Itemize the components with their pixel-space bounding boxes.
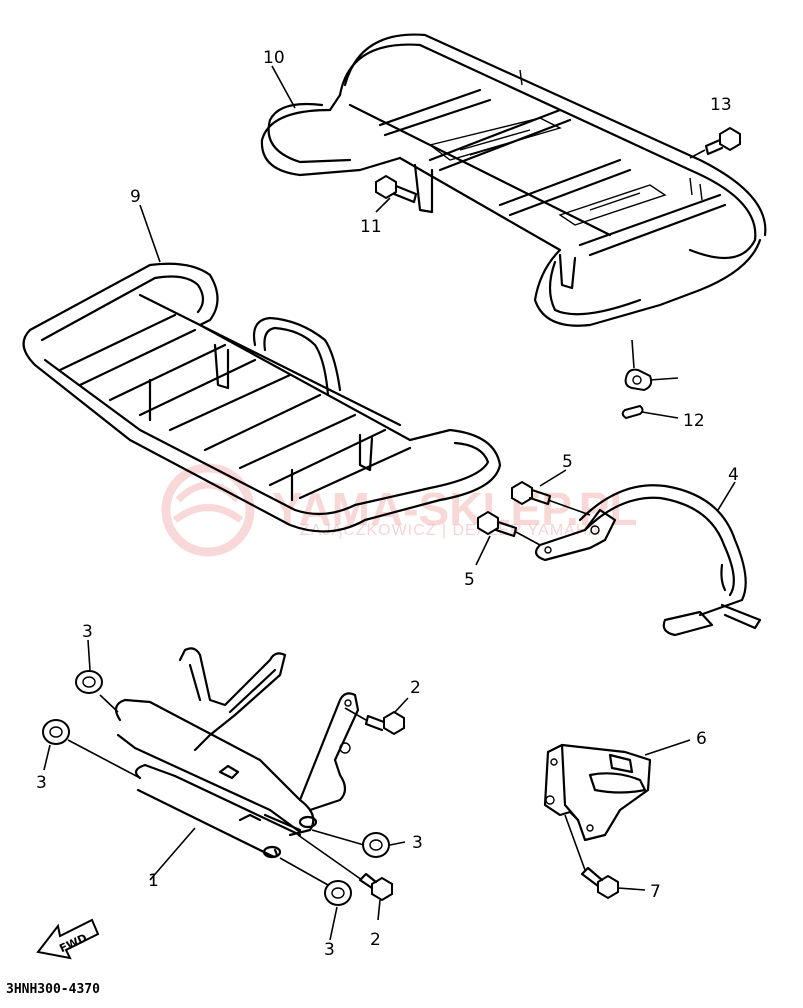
leader-2b-body (297, 834, 363, 881)
watermark-tagline: ZAJĄCZKOWICZ | DEALER YAMAHA (300, 522, 600, 539)
leader-3c-label (389, 841, 406, 846)
rack-stay (534, 484, 762, 637)
leader-9 (271, 65, 296, 109)
leader-3a (99, 694, 119, 713)
bolt-5-lower (477, 510, 518, 538)
rear-carrier (260, 33, 767, 327)
leader-3b (67, 739, 141, 779)
callout-1: 1 (148, 871, 159, 891)
callout-2-upper: 2 (410, 678, 421, 698)
leader-3d-label (329, 906, 338, 941)
leader-7 (617, 887, 646, 891)
diagram-code: 3HNH300-4370 (6, 982, 100, 997)
bolt-2-upper (364, 710, 405, 736)
leader-3d (279, 857, 329, 886)
leader-1 (149, 827, 196, 881)
bolt-2-lower (358, 872, 393, 902)
leader-13-up (631, 339, 635, 369)
pin-11 (621, 404, 644, 420)
leader-10 (375, 197, 391, 213)
leader-6-bolt (564, 814, 586, 871)
bracket (543, 743, 652, 842)
callout-10: 11 (360, 217, 382, 237)
bolt-7 (580, 866, 619, 900)
callout-5-upper: 5 (562, 452, 573, 472)
bushing-3-c (362, 832, 390, 858)
callout-6: 6 (696, 729, 707, 749)
leader-5-upper (539, 469, 567, 487)
clip-13 (624, 368, 653, 392)
front-carrier (22, 262, 502, 533)
leader-5b (515, 531, 541, 546)
leader-6 (644, 739, 691, 756)
leader-3a-label (87, 639, 91, 671)
bushing-3-b (42, 719, 70, 745)
callout-3-a: 3 (82, 622, 93, 642)
bushing-3-d (324, 880, 352, 906)
callout-3-c: 3 (412, 833, 423, 853)
leader-2a (344, 707, 367, 721)
leader-4 (717, 481, 736, 511)
leader-8 (139, 204, 161, 263)
callout-3-b: 3 (36, 773, 47, 793)
front-bumper (114, 647, 360, 859)
callout-11: 12 (683, 411, 705, 431)
callout-12: 13 (710, 95, 732, 115)
leader-3c (311, 829, 365, 846)
watermark: YAMA-SKLEP.PL ZAJĄCZKOWICZ | DEALER YAMA… (161, 463, 638, 557)
bolt-10 (375, 174, 418, 204)
callout-3-d: 3 (324, 940, 335, 960)
leader-2b (377, 899, 381, 921)
leader-13 (649, 377, 679, 381)
callout-7: 7 (650, 882, 661, 902)
leader-5-lower (475, 535, 491, 566)
leader-11 (641, 411, 679, 419)
fwd-arrow-icon: FWD (36, 918, 100, 960)
leader-2a-label (394, 697, 409, 713)
callout-4: 4 (728, 465, 739, 485)
callout-9: 10 (263, 48, 285, 68)
leader-3b-label (43, 744, 51, 771)
bolt-12 (704, 126, 741, 156)
callout-2-lower: 2 (370, 930, 381, 950)
watermark-brand: YAMA-SKLEP.PL (272, 483, 638, 535)
leader-5a (547, 499, 591, 516)
callout-8: 9 (130, 187, 141, 207)
callout-5-lower: 5 (464, 570, 475, 590)
leader-12 (689, 149, 706, 159)
bushing-3-a (75, 670, 103, 694)
